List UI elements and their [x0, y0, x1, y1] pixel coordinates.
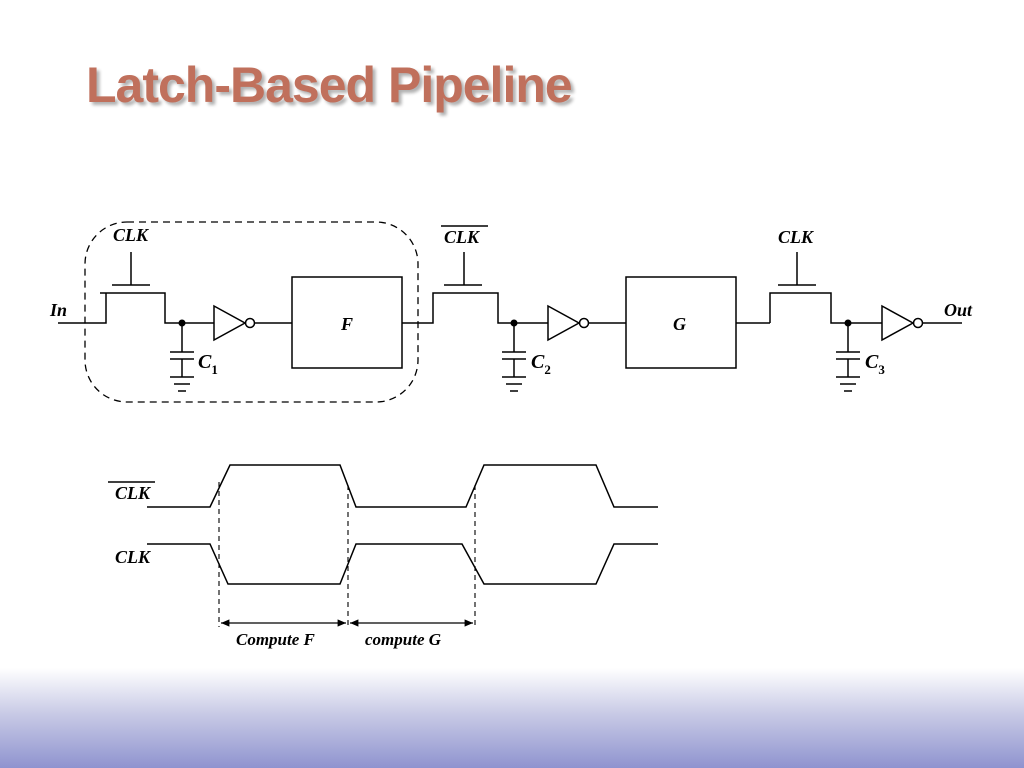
timing-clk-bar-label: CLK — [115, 483, 152, 503]
timing-diagram — [147, 464, 658, 585]
stage-2-clock-label: CLK — [444, 227, 481, 247]
logic-g-label: G — [673, 314, 686, 334]
stage-1 — [58, 252, 420, 392]
cap-3-label: C3 — [865, 351, 885, 377]
clk-waveform — [147, 543, 658, 585]
input-label: In — [49, 300, 67, 320]
pass-gate-1 — [112, 252, 150, 286]
cap-1-label: C1 — [198, 351, 218, 377]
inverter-3 — [881, 304, 915, 342]
inverter-2 — [547, 304, 581, 342]
interval-compute-g-label: compute G — [365, 630, 442, 649]
timing-clk-label: CLK — [115, 547, 152, 567]
inverter-1 — [213, 304, 247, 342]
slide-title: Latch-Based Pipeline — [86, 57, 573, 113]
latch-wire-3 — [769, 292, 882, 324]
interval-compute-f-label: Compute F — [236, 630, 316, 649]
cap-branch-2 — [502, 323, 526, 392]
logic-block-f — [291, 276, 403, 369]
stage-1-clock-label: CLK — [113, 225, 150, 245]
cap-2-label: C2 — [531, 351, 551, 377]
timing-markers — [218, 482, 476, 627]
logic-f-label: F — [340, 314, 353, 334]
stage-1-boundary — [84, 221, 419, 403]
cap-branch-3 — [836, 323, 860, 392]
stage-3-clock-label: CLK — [778, 227, 815, 247]
pass-gate-2 — [444, 252, 482, 286]
stage-2 — [420, 252, 770, 392]
pass-gate-3 — [778, 252, 816, 286]
clk-bar-waveform — [147, 464, 658, 508]
logic-block-g — [625, 276, 737, 369]
cap-branch-1 — [170, 323, 194, 392]
latch-wire-2 — [420, 292, 548, 324]
footer-gradient-band — [0, 668, 1024, 768]
input-wire — [58, 292, 214, 324]
output-label: Out — [944, 300, 973, 320]
